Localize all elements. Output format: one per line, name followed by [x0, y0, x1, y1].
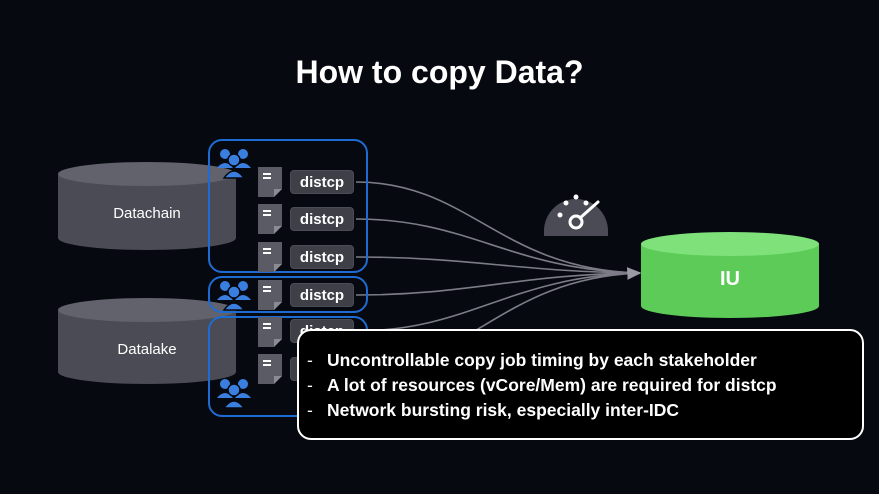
distcp-job-label: distcp	[290, 283, 354, 307]
bullet-dash: -	[307, 350, 313, 370]
datachain-label: Datachain	[113, 205, 181, 222]
document-icon	[258, 242, 282, 272]
document-icon	[258, 204, 282, 234]
datalake-label: Datalake	[117, 341, 177, 358]
callout-bullet: -Network bursting risk, especially inter…	[307, 400, 847, 421]
people-group-icon	[217, 149, 251, 179]
distcp-job-label: distcp	[290, 170, 354, 194]
document-icon	[258, 167, 282, 197]
stakeholder-group-1	[208, 139, 368, 273]
people-group-icon	[217, 379, 251, 409]
distcp-job-label: distcp	[290, 245, 354, 269]
document-icon	[258, 280, 282, 310]
stakeholder-group-2	[208, 276, 368, 313]
bullet-text: Uncontrollable copy job timing by each s…	[327, 350, 757, 370]
people-group-icon	[217, 281, 251, 311]
speedometer-icon	[544, 194, 608, 236]
bullet-dash: -	[307, 375, 313, 395]
document-icon	[258, 354, 282, 384]
document-icon	[258, 317, 282, 347]
bullet-dash: -	[307, 400, 313, 420]
callout-bullet: -A lot of resources (vCore/Mem) are requ…	[307, 375, 847, 396]
bullet-text: Network bursting risk, especially inter-…	[327, 400, 680, 420]
iu-label: IU	[720, 268, 740, 290]
distcp-job-label: distcp	[290, 207, 354, 231]
callout-box: -Uncontrollable copy job timing by each …	[297, 329, 864, 440]
slide-title: How to copy Data?	[295, 54, 584, 90]
datalake-cylinder	[58, 298, 236, 384]
callout-bullet: -Uncontrollable copy job timing by each …	[307, 350, 847, 371]
datachain-cylinder	[58, 162, 236, 250]
bullet-text: A lot of resources (vCore/Mem) are requi…	[327, 375, 777, 395]
iu-cylinder	[641, 232, 819, 318]
